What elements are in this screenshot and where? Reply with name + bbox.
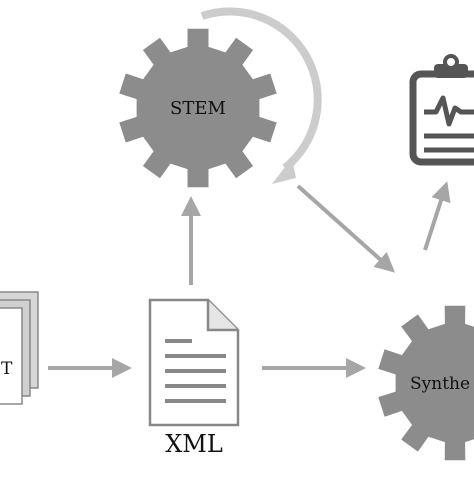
- stem-label: STEM: [170, 98, 226, 119]
- cycle-arrow: [200, 7, 322, 184]
- arrow-synthesis-to-report: [423, 181, 451, 251]
- clipboard-chart-icon: [409, 54, 474, 166]
- stacked-documents-icon: [0, 291, 39, 405]
- xml-label: XML: [165, 430, 223, 458]
- input-label: T: [1, 359, 13, 379]
- stem-gear-icon: [119, 28, 277, 188]
- document-icon: [148, 298, 240, 427]
- synthesis-gear-icon: [378, 305, 474, 461]
- arrows: [48, 181, 451, 378]
- synthesis-label: Synthe: [410, 374, 470, 394]
- arrow-stem-to-synthesis: [296, 184, 395, 273]
